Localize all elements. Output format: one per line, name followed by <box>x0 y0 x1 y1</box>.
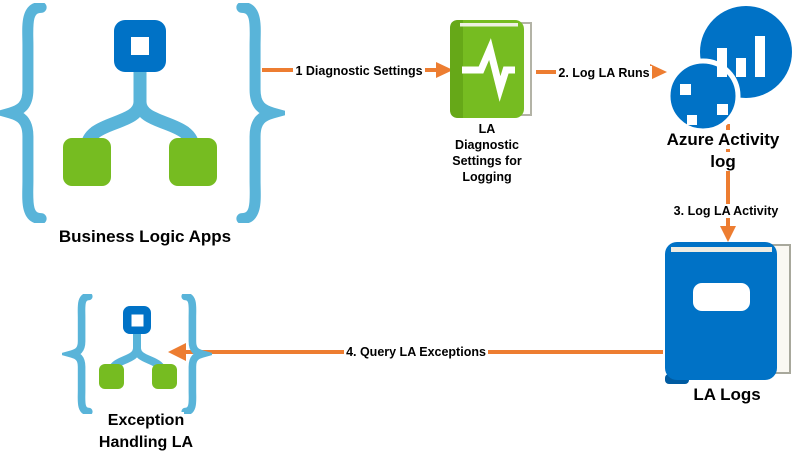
chart-bar-2 <box>736 58 746 77</box>
activity-log-icon <box>665 6 792 134</box>
trigger-square-hole <box>131 37 149 55</box>
arrow-step1-head-icon <box>436 62 453 78</box>
dot-square-1 <box>680 84 691 95</box>
book-spine <box>450 20 463 118</box>
node-la-logs: LA Logs <box>645 238 800 410</box>
arrow-step2-head-icon <box>650 64 667 80</box>
arrow-step2-label: 2. Log LA Runs <box>556 66 652 80</box>
node-la-diagnostic-settings: LA Diagnostic Settings for Logging <box>435 15 545 190</box>
left-brace-icon <box>0 3 47 223</box>
logic-apps-icon <box>63 20 217 186</box>
node-exception-handling-la: Exception Handling LA <box>50 290 250 465</box>
arrow-step4-head-icon <box>168 343 186 361</box>
left-brace-icon <box>62 294 93 414</box>
action-square-right <box>169 138 217 186</box>
diagnostic-settings-book-icon <box>450 20 532 118</box>
workflow-connector-path <box>80 57 200 155</box>
right-brace-icon <box>181 294 212 414</box>
node-azure-activity-log: Azure Activity log <box>645 0 800 180</box>
arrow-step3-head-icon <box>720 226 736 242</box>
la-logs-book-icon <box>665 242 791 384</box>
dot-square-3 <box>717 104 728 115</box>
node-business-logic-apps: Business Logic Apps <box>0 0 290 260</box>
action-square-left <box>63 138 111 186</box>
action-square-left <box>99 364 124 389</box>
book-cover <box>450 20 524 118</box>
book-cover-label <box>693 283 750 311</box>
chart-bar-1 <box>717 48 727 77</box>
la-diagnostic-settings-label: LA Diagnostic Settings for Logging <box>452 122 522 184</box>
arrow-step3-line <box>726 124 730 228</box>
pulse-line <box>462 38 515 102</box>
activity-small-bubble <box>665 58 741 134</box>
book-top-pages-band <box>671 247 772 252</box>
business-logic-apps-label: Business Logic Apps <box>58 227 232 246</box>
arrow-step4-label: 4. Query LA Exceptions <box>344 345 488 359</box>
dot-square-2 <box>687 115 697 125</box>
azure-activity-log-label: Azure Activity log <box>666 130 780 171</box>
exception-handling-la-label: Exception Handling LA <box>98 412 194 451</box>
arrow-step1-label: 1 Diagnostic Settings <box>293 64 425 78</box>
action-square-right <box>152 364 177 389</box>
chart-bar-3 <box>755 36 765 77</box>
exception-logic-app-icon <box>99 306 177 389</box>
trigger-square-hole <box>131 314 144 327</box>
right-brace-icon <box>236 3 285 223</box>
arrow-step3-label: 3. Log LA Activity <box>671 204 781 218</box>
book-top-highlight <box>460 23 518 27</box>
la-logs-label: LA Logs <box>693 385 761 404</box>
